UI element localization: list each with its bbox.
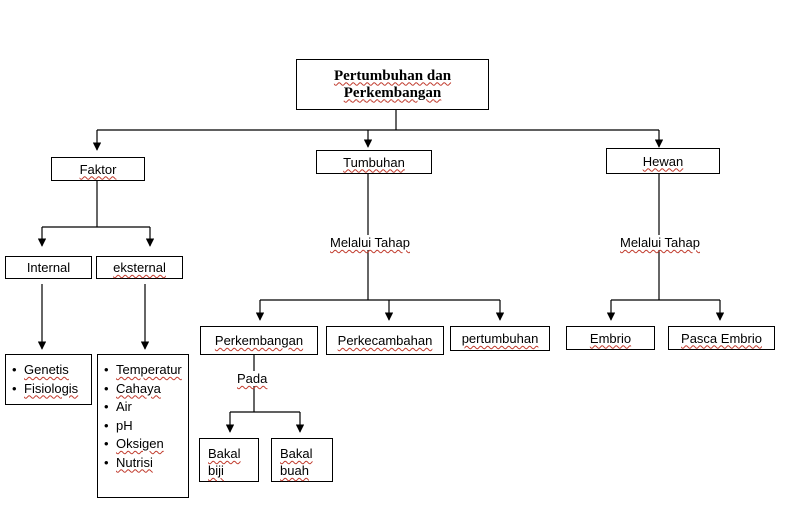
list-item: Cahaya <box>104 380 182 399</box>
tumbuhan-label: Tumbuhan <box>343 154 405 170</box>
perkecambahan-node: Perkecambahan <box>326 326 444 355</box>
bakal-biji-node: Bakal biji <box>199 438 259 482</box>
stage-label: pertumbuhan <box>461 331 539 346</box>
stage-label: Embrio <box>589 330 632 346</box>
list-item: Air <box>104 398 182 417</box>
hewan-node: Hewan <box>606 148 720 174</box>
bakal-buah-node: Bakal buah <box>271 438 333 482</box>
faktor-label: Faktor <box>79 161 117 177</box>
root-node: Pertumbuhan dan Perkembangan <box>296 59 489 110</box>
list-item: Temperatur <box>104 361 182 380</box>
eksternal-node: eksternal <box>96 256 183 279</box>
stage-label: Pasca Embrio <box>681 330 762 346</box>
root-title-line2: Perkembangan <box>343 84 442 101</box>
eksternal-label: eksternal <box>113 260 166 275</box>
internal-label: Internal <box>26 260 71 275</box>
internal-factors-list: Genetis Fisiologis <box>5 354 92 405</box>
plant-via-label: Melalui Tahap <box>328 235 412 250</box>
stage-label: Perkembangan <box>214 333 304 348</box>
development-on-label: Pada <box>235 371 270 386</box>
hewan-label: Hewan <box>642 153 684 169</box>
stage-label: Perkecambahan <box>337 333 433 348</box>
root-title-line1: Pertumbuhan dan <box>333 67 452 84</box>
list-item: Fisiologis <box>12 380 78 399</box>
list-item: pH <box>104 417 182 436</box>
list-item: Nutrisi <box>104 454 182 473</box>
pertumbuhan-node: pertumbuhan <box>450 326 550 351</box>
embrio-node: Embrio <box>566 326 655 350</box>
tumbuhan-node: Tumbuhan <box>316 150 432 174</box>
external-factors-list: Temperatur Cahaya Air pH Oksigen Nutrisi <box>97 354 189 498</box>
internal-node: Internal <box>5 256 92 279</box>
list-item: Genetis <box>12 361 78 380</box>
animal-via-label: Melalui Tahap <box>618 235 702 250</box>
pasca-embrio-node: Pasca Embrio <box>668 326 775 350</box>
perkembangan-node: Perkembangan <box>200 326 318 355</box>
faktor-node: Faktor <box>51 157 145 181</box>
list-item: Oksigen <box>104 435 182 454</box>
